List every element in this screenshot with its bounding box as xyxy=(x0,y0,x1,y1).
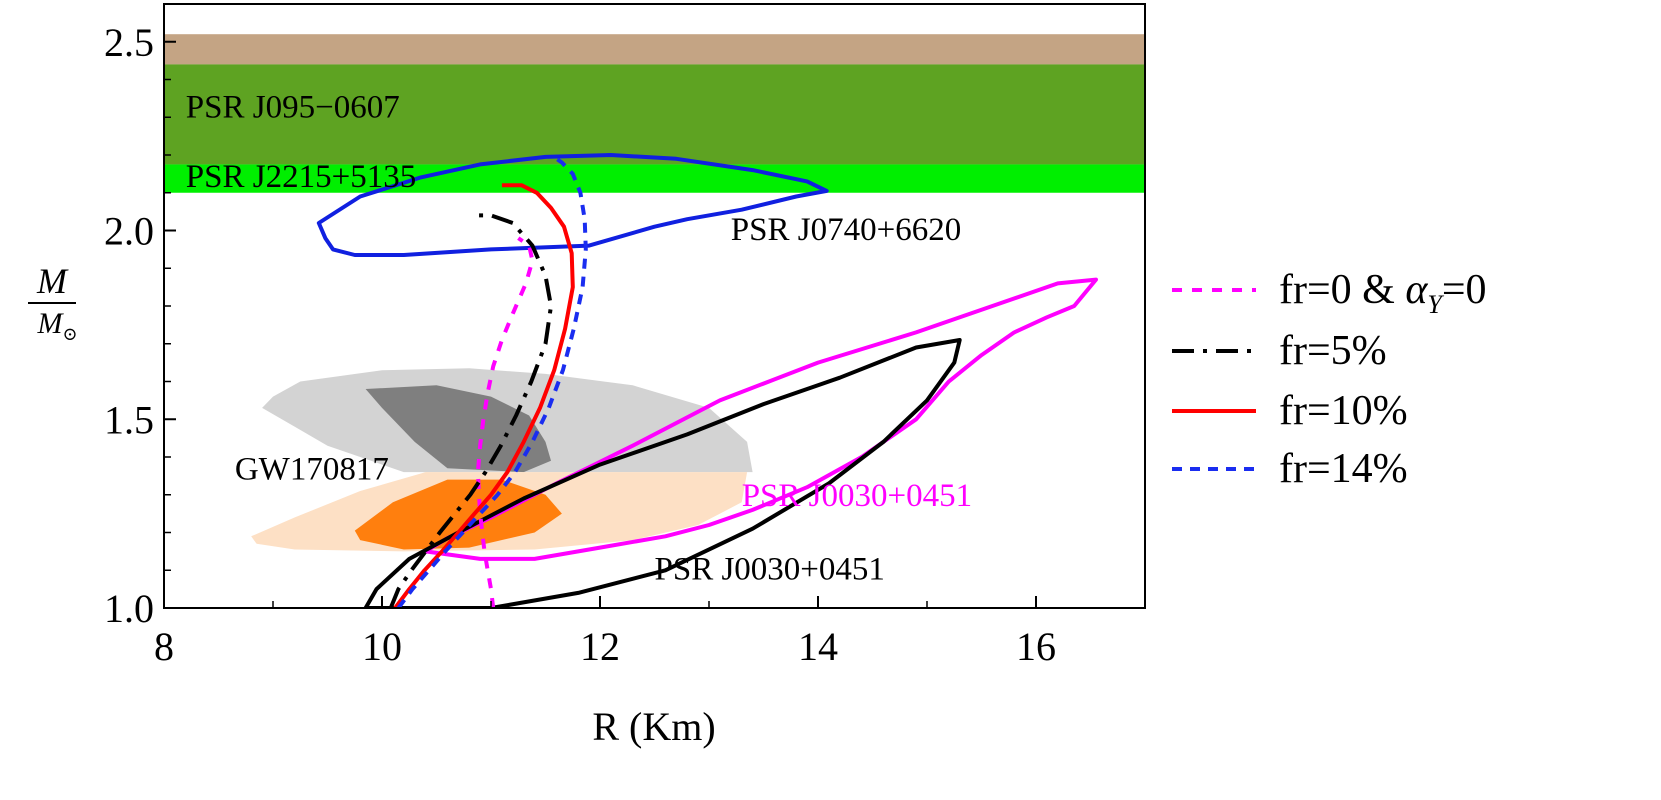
annotation-2: PSR J0740+6620 xyxy=(731,212,961,248)
series-line-1 xyxy=(388,213,553,608)
band-1 xyxy=(164,64,1145,165)
region-gw-inner-light xyxy=(365,385,551,473)
x-tick-label: 16 xyxy=(1016,624,1056,669)
band-2 xyxy=(164,164,1145,193)
annotation-4: PSR J0030+0451 xyxy=(742,478,972,514)
legend-label-fr5: fr=5% xyxy=(1279,328,1387,374)
legend-label-fr10: fr=10% xyxy=(1279,388,1408,434)
gw-regions xyxy=(251,368,753,552)
pulsar-contours xyxy=(316,153,1098,608)
annotation-0: PSR J095−0607 xyxy=(186,89,400,125)
y-label-denominator: M xyxy=(37,307,65,340)
legend-label-fr0: fr=0 & αY=0 xyxy=(1279,267,1487,319)
contour-2 xyxy=(363,338,962,608)
y-tick-label: 1.5 xyxy=(104,397,154,442)
x-tick-label: 14 xyxy=(798,624,838,669)
annotation-5: PSR J0030+0451 xyxy=(655,552,885,588)
axis-ticks: 8 10 12 14 16 1.0 1.5 2.0 2.5 xyxy=(104,20,1056,669)
annotation-1: PSR J2215+5135 xyxy=(186,159,416,195)
x-tick-label: 12 xyxy=(580,624,620,669)
x-tick-label: 10 xyxy=(362,624,402,669)
series-line-3 xyxy=(396,153,588,608)
x-tick-label: 8 xyxy=(154,624,174,669)
y-tick-label: 1.0 xyxy=(104,586,154,631)
x-axis-label: R (Km) xyxy=(592,704,715,749)
constraint-bands xyxy=(164,34,1145,193)
series-line-2 xyxy=(393,183,575,608)
y-axis-label: M M ⊙ xyxy=(28,261,78,344)
legend: fr=0 & αY=0 fr=5% fr=10% fr=14% xyxy=(1172,267,1487,492)
band-0 xyxy=(164,34,1145,65)
y-label-numerator: M xyxy=(36,261,69,301)
contour-1 xyxy=(423,277,1098,561)
y-tick-label: 2.0 xyxy=(104,209,154,254)
legend-label-fr14: fr=14% xyxy=(1279,446,1408,492)
annotation-3: GW170817 xyxy=(235,452,389,488)
y-label-sun-symbol: ⊙ xyxy=(62,324,77,344)
contour-0 xyxy=(316,153,829,257)
eos-curves xyxy=(388,153,588,608)
region-gw-inner-orange xyxy=(354,479,562,550)
y-tick-label: 2.5 xyxy=(104,20,154,65)
